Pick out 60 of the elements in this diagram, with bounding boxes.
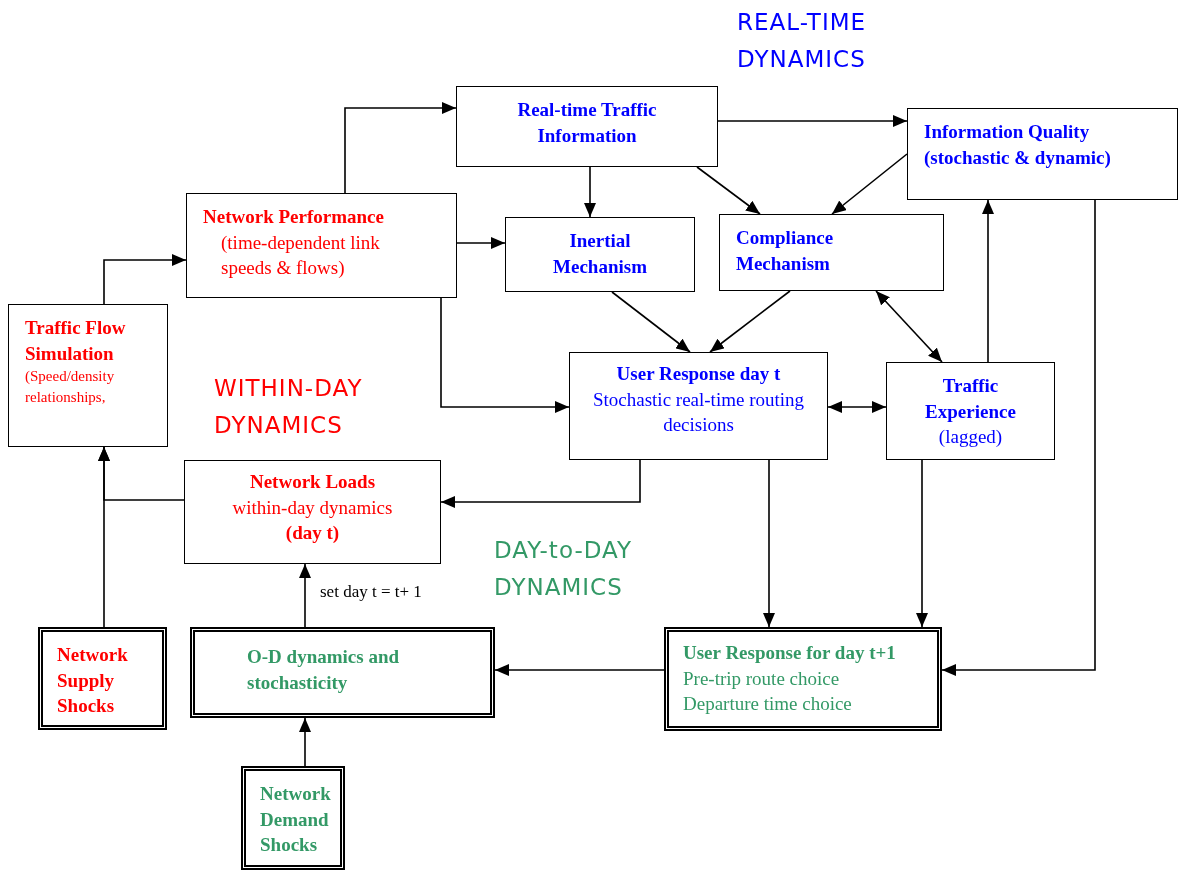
node-text: (lagged) [937, 425, 1004, 450]
node-title: Network Demand Shocks [260, 782, 332, 858]
arrow [827, 401, 887, 413]
process-box [38, 627, 167, 730]
node-title: Traffic Experience [924, 374, 1017, 424]
process-box [241, 766, 345, 870]
process-box [886, 362, 1055, 460]
process-box [8, 304, 168, 447]
section-heading: REAL-TIME DYNAMICS [737, 8, 868, 74]
process-box [186, 193, 457, 298]
node-title: Information Quality [924, 120, 1091, 144]
node-title: Traffic Flow Simulation [25, 316, 127, 366]
node-title: Network Loads [248, 470, 377, 494]
node-text: (day t) [284, 521, 341, 546]
node-text: Pre-trip route choice [683, 666, 841, 691]
arrow [440, 459, 641, 508]
section-heading: DAY-to-DAY DYNAMICS [494, 536, 633, 602]
node-title: Compliance Mechanism [736, 226, 835, 276]
node-title: Real-time Traffic Information [516, 98, 658, 148]
node-title: User Response for day t+1 [683, 641, 897, 665]
section-heading: WITHIN-DAY DYNAMICS [214, 374, 364, 440]
arrow [494, 664, 665, 676]
arrow [717, 115, 908, 127]
process-box [505, 217, 695, 292]
arrow [763, 459, 775, 628]
arrow [611, 291, 691, 353]
process-box [907, 108, 1178, 200]
arrow [103, 254, 187, 305]
node-text: (stochastic & dynamic) [924, 145, 1112, 170]
node-text: Departure time choice [683, 692, 853, 717]
arrow [344, 102, 457, 194]
arrow [941, 199, 1096, 676]
arrow [916, 459, 928, 628]
node-title: Network Supply Shocks [57, 643, 129, 719]
node-title: Inertial Mechanism [552, 229, 648, 279]
arrow [299, 563, 311, 628]
process-box [456, 86, 718, 167]
arrow [982, 199, 994, 363]
process-box [664, 627, 942, 731]
arrow [875, 290, 943, 363]
arrow [696, 166, 761, 215]
arrow [299, 717, 311, 767]
node-text: Stochastic real-time routing decisions [591, 387, 806, 438]
process-box [184, 460, 441, 564]
arrow [831, 153, 908, 215]
arrow [98, 446, 110, 628]
process-box [569, 352, 828, 460]
process-box [190, 627, 495, 718]
arrow [456, 237, 506, 249]
arrow [584, 166, 596, 218]
node-text: (Speed/density relationships, [25, 367, 116, 407]
node-title: Network Performance [203, 205, 385, 229]
node-title: User Response day t [615, 362, 782, 386]
process-box [719, 214, 944, 291]
arrow [709, 290, 791, 353]
node-title: O-D dynamics and stochasticity [247, 645, 401, 695]
edge-label: set day t = t+ 1 [318, 582, 424, 602]
node-text: within-day dynamics [231, 495, 394, 520]
node-text: (time-dependent link speeds & flows) [220, 230, 381, 281]
arrow [440, 297, 570, 413]
